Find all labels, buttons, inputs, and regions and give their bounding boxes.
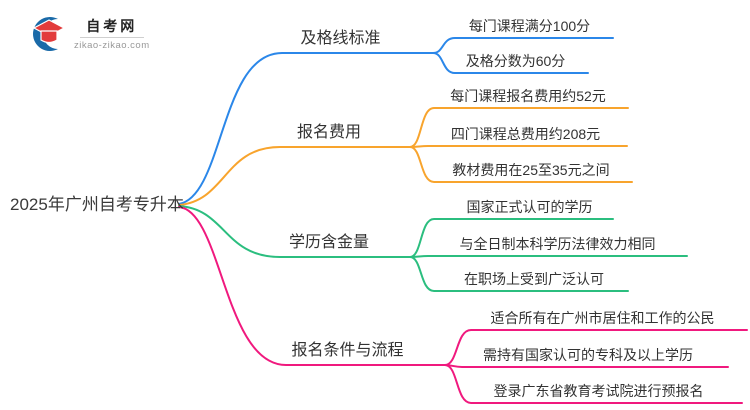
logo-text-block: 自考网 zikao-zikao.com xyxy=(74,18,150,51)
leaf-node: 适合所有在广州市居住和工作的公民 xyxy=(490,310,715,326)
branch-value-lines xyxy=(178,205,688,292)
logo-divider xyxy=(79,36,144,38)
logo-title: 自考网 xyxy=(86,17,138,34)
leaf-node: 教材费用在25至35元之间 xyxy=(452,162,610,178)
leaf-node: 需持有国家认可的专科及以上学历 xyxy=(483,347,693,363)
leaf-node: 每门课程报名费用约52元 xyxy=(450,88,606,104)
leaf-node: 每门课程满分100分 xyxy=(468,18,591,34)
branch-node-fee: 报名费用 xyxy=(296,124,361,141)
logo-domain: zikao-zikao.com xyxy=(74,39,150,51)
site-logo: 自考网 zikao-zikao.com xyxy=(28,14,150,54)
leaf-node: 国家正式认可的学历 xyxy=(466,199,593,215)
leaf-node: 在职场上受到广泛认可 xyxy=(464,271,604,287)
branch-fee-lines xyxy=(178,107,633,206)
branch-conditions-lines xyxy=(178,206,748,404)
graduation-cap-icon xyxy=(32,17,66,52)
leaf-node: 四门课程总费用约208元 xyxy=(450,126,601,142)
branch-passline-lines xyxy=(178,37,614,205)
branch-node-conditions: 报名条件与流程 xyxy=(291,342,404,359)
root-node: 2025年广州自考专升本 xyxy=(10,195,184,214)
leaf-node: 及格分数为60分 xyxy=(465,53,566,69)
branch-node-passline: 及格线标准 xyxy=(300,30,381,47)
leaf-node: 与全日制本科学历法律效力相同 xyxy=(459,236,656,252)
branch-node-value: 学历含金量 xyxy=(288,234,369,251)
leaf-node: 登录广东省教育考试院进行预报名 xyxy=(493,383,704,399)
